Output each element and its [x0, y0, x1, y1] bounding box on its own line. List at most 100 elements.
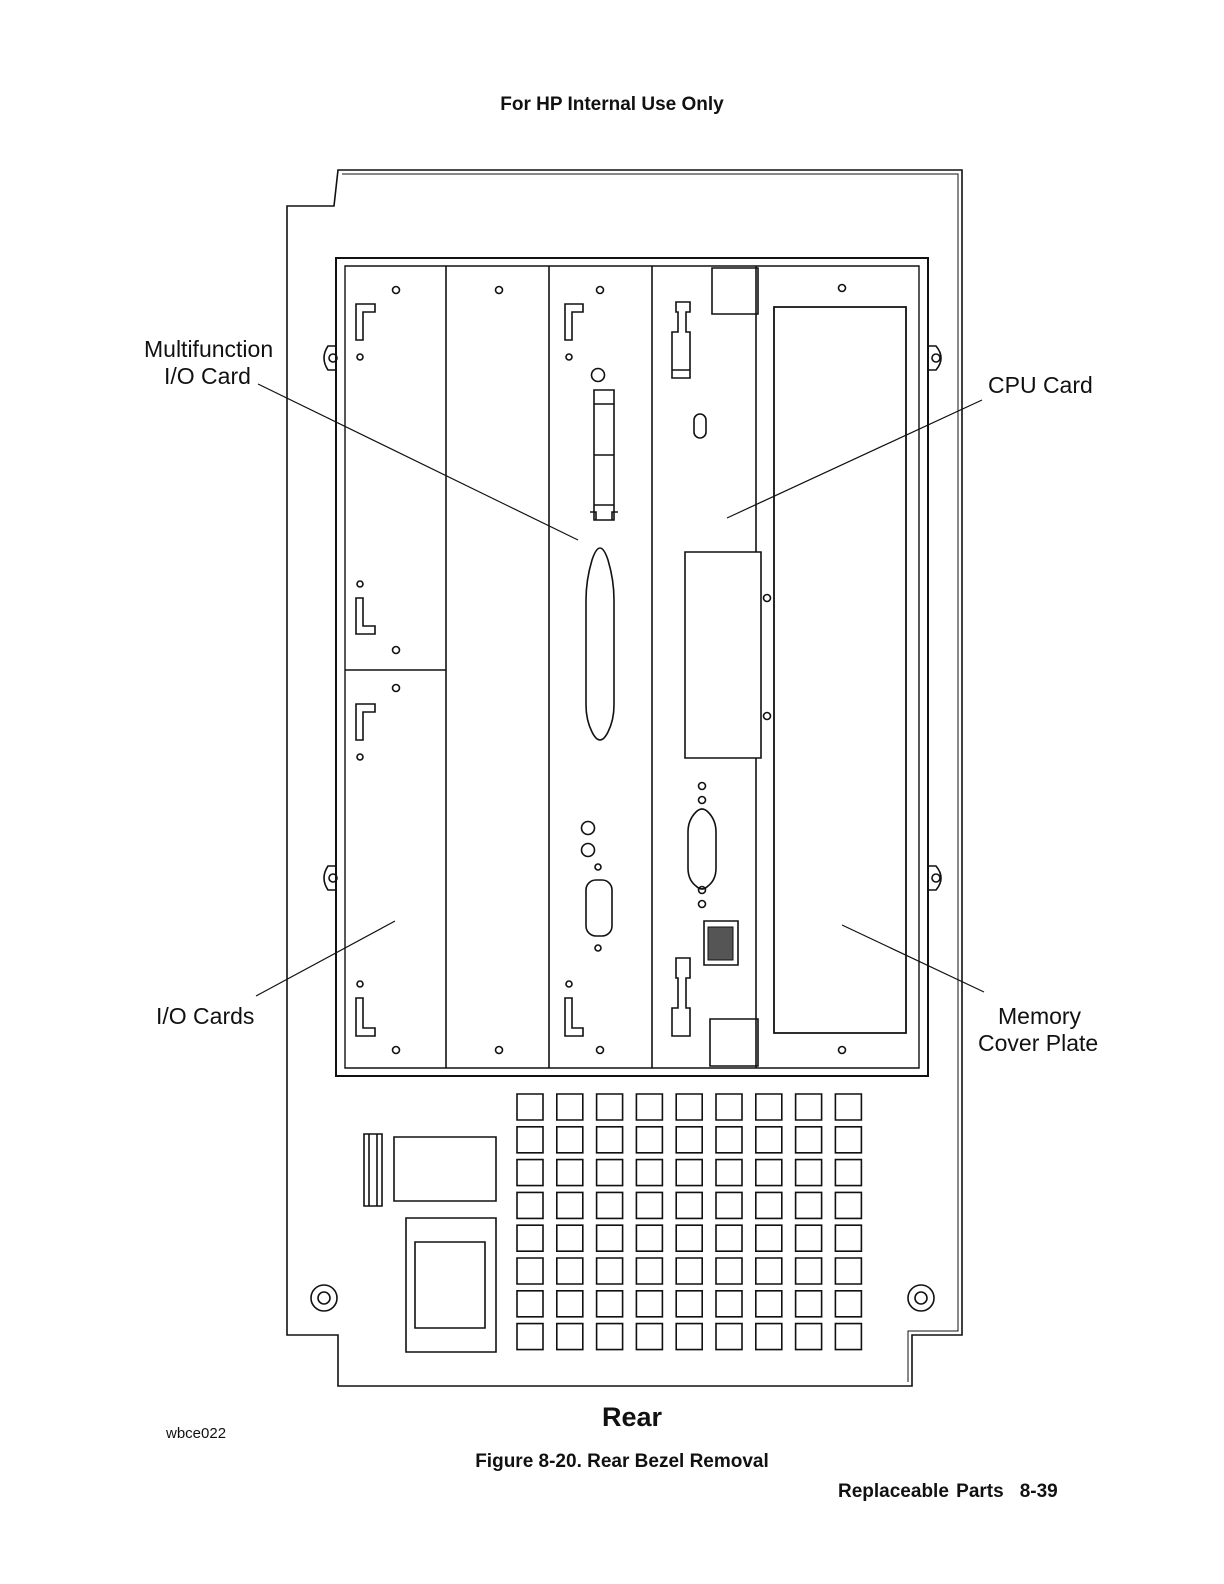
vent-hole: [756, 1324, 782, 1350]
vent-hole: [756, 1094, 782, 1120]
vent-hole: [796, 1225, 822, 1251]
vent-hole: [716, 1160, 742, 1186]
vent-hole: [676, 1258, 702, 1284]
vent-hole: [716, 1225, 742, 1251]
vent-hole: [676, 1127, 702, 1153]
vent-hole: [716, 1258, 742, 1284]
vent-hole: [835, 1192, 861, 1218]
vent-hole: [676, 1291, 702, 1317]
figure-id: wbce022: [166, 1425, 226, 1442]
figure-caption: Figure 8-20. Rear Bezel Removal: [0, 1451, 1224, 1473]
vent-hole: [557, 1291, 583, 1317]
vent-hole: [796, 1094, 822, 1120]
mounting-ear-right-bottom: [928, 866, 941, 890]
vent-hole: [636, 1127, 662, 1153]
vent-hole: [756, 1192, 782, 1218]
cpu-label-window: [685, 552, 761, 758]
vent-hole: [716, 1324, 742, 1350]
vent-hole: [517, 1291, 543, 1317]
lower-panel-module: [406, 1218, 496, 1352]
vent-hole: [597, 1160, 623, 1186]
vent-hole: [835, 1258, 861, 1284]
vent-hole: [835, 1127, 861, 1153]
vent-hole: [756, 1127, 782, 1153]
vent-hole: [835, 1324, 861, 1350]
screw-left: [311, 1285, 337, 1311]
footer-section: Replaceable Parts: [838, 1481, 1004, 1502]
callout-multifunction-line1: Multifunction: [144, 336, 273, 363]
vent-hole: [636, 1225, 662, 1251]
vent-hole: [597, 1324, 623, 1350]
vent-hole: [557, 1225, 583, 1251]
dsub-connector-large: [586, 548, 614, 740]
vent-hole: [517, 1324, 543, 1350]
vent-hole: [716, 1192, 742, 1218]
vent-hole: [676, 1192, 702, 1218]
callout-multifunction-line2: I/O Card: [164, 363, 251, 390]
hpib-connector: [688, 809, 716, 889]
vent-hole: [796, 1291, 822, 1317]
vent-hole: [597, 1291, 623, 1317]
vent-hole: [636, 1192, 662, 1218]
dsub-connector-small: [586, 880, 612, 936]
vent-hole: [597, 1258, 623, 1284]
vent-hole: [756, 1258, 782, 1284]
vent-hole: [636, 1291, 662, 1317]
card-cage: [336, 258, 928, 1076]
vent-hole: [517, 1094, 543, 1120]
vent-hole: [716, 1127, 742, 1153]
callout-cpu-card: CPU Card: [988, 372, 1093, 399]
memory-cover-plate: [774, 307, 906, 1033]
vent-hole: [557, 1127, 583, 1153]
vent-hole: [597, 1192, 623, 1218]
vent-hole: [517, 1127, 543, 1153]
vent-hole: [636, 1258, 662, 1284]
vent-grid: [517, 1094, 861, 1350]
vent-hole: [517, 1225, 543, 1251]
vent-hole: [796, 1258, 822, 1284]
leader-cpu: [727, 400, 982, 518]
vent-hole: [756, 1291, 782, 1317]
vent-hole: [557, 1258, 583, 1284]
vent-hole: [676, 1094, 702, 1120]
vent-hole: [835, 1291, 861, 1317]
vent-hole: [517, 1258, 543, 1284]
vent-hole: [676, 1225, 702, 1251]
vent-hole: [796, 1160, 822, 1186]
leader-io-cards: [256, 921, 395, 996]
vent-hole: [597, 1094, 623, 1120]
footer-page-number: 8-39: [1020, 1481, 1058, 1502]
vent-hole: [557, 1094, 583, 1120]
vent-hole: [756, 1225, 782, 1251]
vent-hole: [835, 1094, 861, 1120]
vent-hole: [557, 1160, 583, 1186]
callout-memory-line1: Memory: [998, 1003, 1081, 1030]
vent-hole: [517, 1192, 543, 1218]
vent-hole: [796, 1324, 822, 1350]
vent-hole: [636, 1160, 662, 1186]
callout-io-cards: I/O Cards: [156, 1003, 254, 1030]
callout-memory-line2: Cover Plate: [978, 1030, 1098, 1057]
vent-hole: [636, 1094, 662, 1120]
leader-multifunction: [258, 384, 578, 540]
vent-hole: [835, 1225, 861, 1251]
vent-hole: [716, 1291, 742, 1317]
screw-right: [908, 1285, 934, 1311]
vent-hole: [557, 1324, 583, 1350]
vent-hole: [597, 1127, 623, 1153]
vent-hole: [636, 1324, 662, 1350]
mounting-ear-right-top: [928, 346, 941, 370]
vent-hole: [756, 1160, 782, 1186]
vent-hole: [796, 1192, 822, 1218]
vent-hole: [835, 1160, 861, 1186]
vent-hole: [716, 1094, 742, 1120]
vent-hole: [796, 1127, 822, 1153]
lower-panel-slot: [394, 1137, 496, 1201]
vent-hole: [676, 1324, 702, 1350]
vent-hole: [517, 1160, 543, 1186]
page-footer: Replaceable Parts 8-39: [838, 1481, 1058, 1503]
vent-hole: [557, 1192, 583, 1218]
vent-hole: [676, 1160, 702, 1186]
vent-hole: [597, 1225, 623, 1251]
